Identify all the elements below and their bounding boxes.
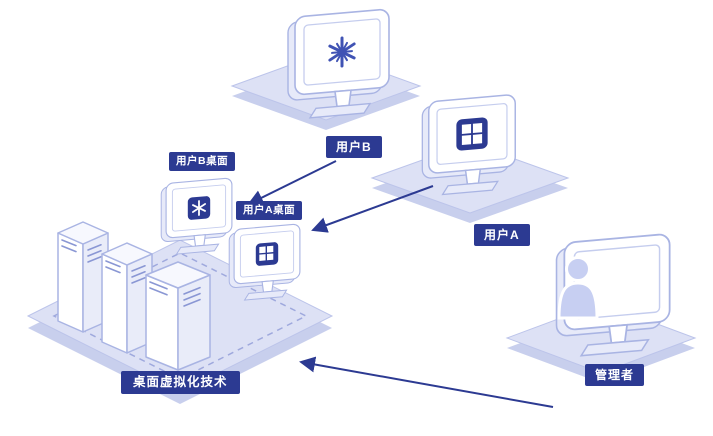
server-tower [101,242,153,354]
snowflake-chip-logo [187,196,211,220]
arrow-user-a-to-desktop [311,185,434,233]
snowflake-logo [328,36,356,68]
arrows [247,160,554,408]
arrow-admin-to-platform [299,356,554,408]
windows-logo [456,117,488,151]
user-b-label: 用户B [326,136,382,158]
monitor-user-b-desktop [160,177,233,255]
user-b-desktop-label: 用户B桌面 [169,152,236,171]
monitor-user-b [287,8,390,119]
monitor-user-a [421,94,516,196]
person-silhouette [557,256,599,320]
server-tower [145,261,211,371]
user-a-desktop-label: 用户A桌面 [236,201,303,220]
server-towers [57,221,211,371]
monitor-user-a-desktop [228,223,301,301]
server-tower [57,221,109,333]
virtualization-label: 桌面虚拟化技术 [121,371,240,394]
arrow-user-b-to-desktop [247,160,337,205]
windows-chip-logo [255,242,279,266]
admin-label: 管理者 [585,364,645,386]
user-a-label: 用户A [474,224,530,246]
